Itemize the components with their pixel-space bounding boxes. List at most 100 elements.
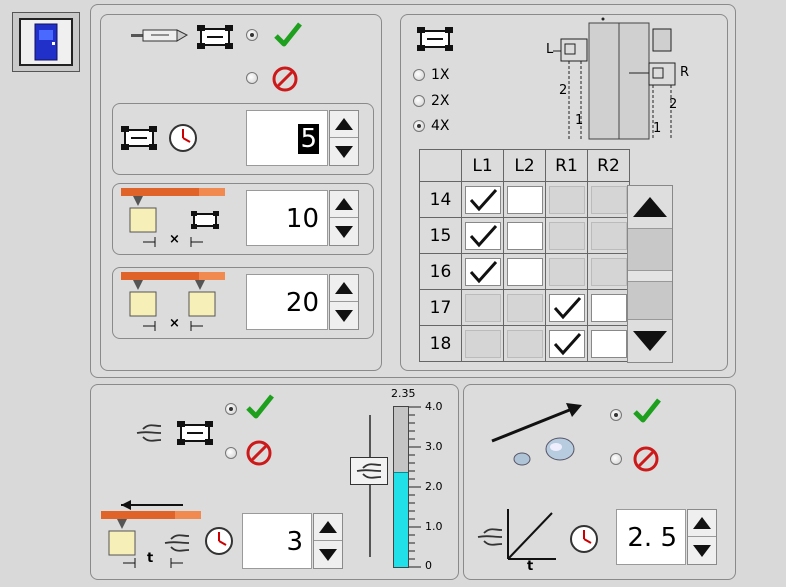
checkbox[interactable] — [548, 221, 585, 250]
scroll-down-button[interactable] — [628, 319, 672, 362]
table-cell[interactable] — [545, 289, 588, 326]
no-entry-icon — [633, 446, 659, 472]
piece-spacing-field[interactable]: 20 — [246, 274, 328, 330]
clamp-disable-radio[interactable] — [246, 72, 258, 84]
table-scrollbar[interactable] — [627, 185, 673, 363]
decrement-button[interactable] — [330, 138, 358, 165]
checkbox[interactable] — [548, 185, 585, 214]
blow-enable-radio[interactable] — [225, 403, 237, 415]
table-cell[interactable] — [461, 181, 504, 218]
table-cell[interactable] — [503, 325, 546, 362]
table-cell[interactable] — [587, 325, 630, 362]
machine-layout-diagram — [553, 17, 676, 140]
pressure-slider-track[interactable] — [369, 415, 371, 557]
table-cell[interactable] — [503, 181, 546, 218]
table-cell[interactable] — [461, 217, 504, 254]
table-cell[interactable] — [545, 325, 588, 362]
increment-button[interactable] — [330, 111, 358, 138]
mode-radio-2x[interactable] — [413, 95, 425, 107]
moving-piece-icon — [101, 500, 201, 568]
air-cloud-icon — [513, 437, 575, 466]
table-cell[interactable] — [587, 217, 630, 254]
blow-disable-radio[interactable] — [225, 447, 237, 459]
piece-spacing-spinner[interactable] — [329, 274, 359, 330]
checked-box[interactable] — [464, 185, 501, 214]
checkbox[interactable] — [506, 221, 543, 250]
checked-box[interactable] — [548, 329, 585, 358]
table-cell[interactable] — [545, 217, 588, 254]
checkbox[interactable] — [506, 329, 543, 358]
door-button[interactable] — [12, 12, 80, 72]
air-blow-panel: t 3 2.35 4.0 3.0 2.0 1.0 0 — [90, 384, 459, 580]
clamp-panel: 5 × 10 — [100, 14, 382, 371]
column-header: L2 — [503, 149, 546, 182]
increment-button[interactable] — [688, 510, 716, 537]
ramp-time-field[interactable]: 2. 5 — [616, 509, 686, 565]
row-header: 16 — [419, 253, 462, 290]
clamp-icon — [417, 27, 453, 51]
scroll-thumb[interactable] — [628, 270, 672, 282]
checkbox[interactable] — [506, 257, 543, 286]
checkbox[interactable] — [506, 293, 543, 322]
clamp-spacing-spinner[interactable] — [329, 190, 359, 246]
decrement-button[interactable] — [688, 537, 716, 564]
checkbox[interactable] — [548, 257, 585, 286]
checkmark-icon — [469, 224, 497, 247]
decrement-button[interactable] — [314, 541, 342, 568]
checkbox[interactable] — [590, 329, 627, 358]
table-cell[interactable] — [503, 253, 546, 290]
diagram-label-left: L — [546, 42, 554, 57]
clamp-spacing-field[interactable]: 10 — [246, 190, 328, 246]
table-cell[interactable] — [461, 325, 504, 362]
decrement-button[interactable] — [330, 218, 358, 245]
row-header: 17 — [419, 289, 462, 326]
table-cell[interactable] — [587, 181, 630, 218]
table-cell[interactable] — [461, 289, 504, 326]
table-cell[interactable] — [545, 181, 588, 218]
mode-radio-1x[interactable] — [413, 69, 425, 81]
increment-button[interactable] — [330, 275, 358, 302]
table-cell[interactable] — [503, 217, 546, 254]
gauge-current-value: 2.35 — [391, 387, 416, 400]
checkbox[interactable] — [590, 257, 627, 286]
scroll-up-button[interactable] — [628, 186, 672, 229]
table-cell[interactable] — [587, 253, 630, 290]
decrement-button[interactable] — [330, 302, 358, 329]
increment-button[interactable] — [314, 514, 342, 541]
check-icon — [246, 394, 274, 419]
gauge-tick: 2.0 — [425, 480, 443, 493]
pressure-gauge — [393, 406, 409, 568]
checkbox[interactable] — [590, 293, 627, 322]
clamp-enable-radio[interactable] — [246, 29, 258, 41]
checkbox[interactable] — [506, 185, 543, 214]
arrow-down-icon — [335, 145, 353, 158]
ramp-disable-radio[interactable] — [610, 453, 622, 465]
air-blow-icon — [477, 528, 503, 546]
checkmark-icon — [553, 296, 581, 319]
checkbox[interactable] — [590, 221, 627, 250]
clamp-timer-field[interactable]: 5 — [246, 110, 328, 166]
table-cell[interactable] — [461, 253, 504, 290]
mode-radio-4x[interactable] — [413, 120, 425, 132]
mode-label-4x: 4X — [431, 118, 450, 134]
arrow-up-icon — [633, 197, 667, 217]
checked-box[interactable] — [464, 257, 501, 286]
checked-box[interactable] — [548, 293, 585, 322]
blow-time-field[interactable]: 3 — [242, 513, 312, 569]
blow-time-spinner[interactable] — [313, 513, 343, 569]
table-cell[interactable] — [587, 289, 630, 326]
rising-arrow-icon — [491, 403, 582, 443]
pressure-ramp-panel: t 2. 5 — [463, 384, 736, 580]
pressure-slider-handle[interactable] — [350, 457, 388, 485]
ramp-enable-radio[interactable] — [610, 409, 622, 421]
checkbox[interactable] — [590, 185, 627, 214]
clamp-timer-spinner[interactable] — [329, 110, 359, 166]
table-cell[interactable] — [545, 253, 588, 290]
checkbox[interactable] — [464, 329, 501, 358]
checkbox[interactable] — [464, 293, 501, 322]
table-cell[interactable] — [503, 289, 546, 326]
increment-button[interactable] — [330, 191, 358, 218]
checked-box[interactable] — [464, 221, 501, 250]
ramp-time-spinner[interactable] — [687, 509, 717, 565]
